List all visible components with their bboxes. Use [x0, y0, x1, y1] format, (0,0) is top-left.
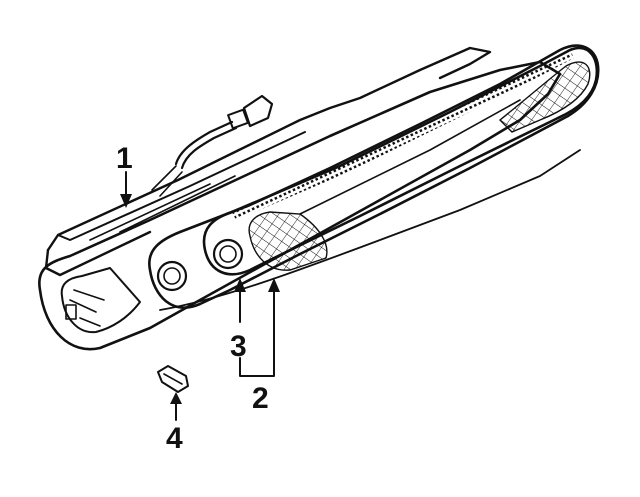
arrow-2-icon — [268, 278, 280, 292]
leader-2 — [239, 289, 275, 377]
callout-1: 1 — [116, 142, 133, 175]
arrow-1-icon — [120, 194, 132, 208]
arrow-3-icon — [234, 278, 246, 292]
wire-connector — [151, 94, 274, 197]
bulb — [157, 365, 189, 393]
callout-2: 2 — [252, 382, 269, 415]
leader-lines — [120, 171, 280, 421]
callout-4: 4 — [166, 422, 183, 455]
callout-3: 3 — [230, 330, 247, 363]
arrow-4-icon — [170, 392, 182, 404]
lens — [202, 46, 599, 276]
mounting-bracket — [44, 46, 492, 277]
